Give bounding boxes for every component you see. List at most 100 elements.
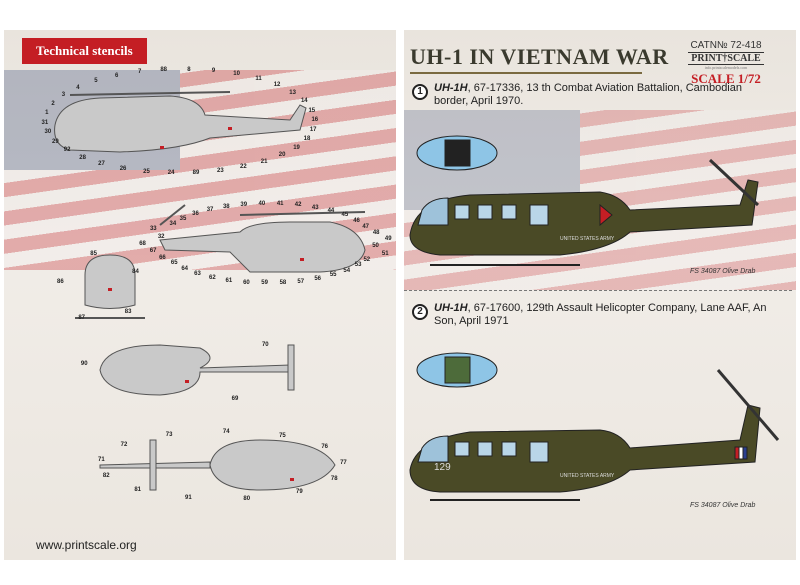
stencil-number: 7: [137, 68, 142, 75]
stencil-number: 89: [192, 170, 200, 177]
option-model: UH-1H: [434, 302, 468, 314]
scale-label: SCALE 1/72: [691, 71, 761, 86]
section-tag: Technical stencils: [22, 38, 147, 64]
stencil-number: 44: [327, 208, 335, 215]
stencil-number: 31: [41, 119, 49, 126]
website-link[interactable]: www.printscale.org: [36, 538, 137, 552]
stencil-number: 20: [278, 152, 286, 159]
option-number: 2: [412, 304, 428, 320]
stencil-number: 10: [233, 71, 240, 78]
stencil-number: 30: [44, 129, 52, 136]
stencil-number: 6: [114, 72, 119, 79]
stencil-number: 1: [45, 110, 49, 117]
stencil-number: 23: [217, 168, 224, 175]
stencil-number: 54: [343, 267, 351, 274]
stencil-number: 28: [79, 154, 86, 161]
stencil-number: 39: [240, 201, 248, 208]
option-model: UH-1H: [434, 82, 468, 94]
option-description: , 67-17600, 129th Assault Helicopter Com…: [434, 302, 767, 327]
stencil-number: 49: [384, 236, 392, 243]
stencil-number: 59: [261, 280, 268, 287]
fuselage-text: UNITED STATES ARMY: [560, 473, 615, 479]
stencil-number: 35: [179, 215, 187, 222]
stencil-number: 29: [52, 138, 59, 145]
stencil-number: 85: [90, 250, 97, 257]
stencil-number: 73: [165, 431, 173, 438]
stencil-number: 61: [225, 277, 233, 284]
stencil-number: 37: [206, 206, 214, 213]
fuselage-text: UNITED STATES ARMY: [560, 236, 615, 242]
option-1-caption: 1 UH-1H, 67-17336, 13 th Combat Aviation…: [412, 82, 774, 108]
stencil-number: 77: [340, 459, 347, 466]
stencil-number: 71: [98, 457, 105, 464]
stencil-number: 48: [372, 229, 380, 236]
brand-url: info.printscalemodels.com: [704, 65, 748, 70]
stencil-number: 57: [297, 278, 305, 285]
stencil-number: 79: [296, 488, 303, 495]
stencil-number: 14: [300, 98, 308, 105]
stencil-number: 75: [279, 432, 286, 439]
stencil-number: 52: [363, 256, 371, 263]
stencil-number: 34: [169, 221, 177, 228]
stencil-number: 50: [372, 243, 379, 250]
stencil-number: 9: [211, 68, 216, 75]
helicopter-front: [84, 254, 136, 309]
stencil-number: 25: [143, 168, 150, 175]
stencil-number: 86: [56, 279, 64, 286]
stencil-number: 15: [308, 107, 316, 114]
stencil-number: 84: [132, 269, 139, 276]
catalog-number: CATN№ 72-418: [690, 40, 762, 51]
helicopter-side-upper: [54, 95, 307, 153]
stencil-number: 76: [321, 444, 329, 451]
helicopter-option-1: [409, 135, 760, 266]
stencil-number: 64: [181, 266, 189, 273]
stencil-number: 69: [231, 396, 239, 403]
stencil-number: 70: [261, 341, 269, 348]
stencil-number: 88: [160, 66, 167, 73]
stencil-number: 26: [119, 165, 127, 172]
paint-code: FS 34087 Olive Drab: [690, 502, 756, 509]
stencil-number: 24: [167, 170, 175, 177]
stencil-number: 82: [102, 473, 110, 480]
stencil-number: 16: [311, 117, 319, 124]
stencil-number: 78: [330, 475, 338, 482]
stencil-number: 42: [294, 202, 302, 209]
stencil-number: 81: [134, 487, 142, 494]
helicopter-top: [99, 344, 291, 396]
stencil-number: 19: [293, 144, 300, 151]
stencil-number: 74: [222, 428, 230, 435]
stencil-number: 60: [243, 279, 250, 286]
stencil-number: 90: [80, 361, 88, 368]
stencil-number: 13: [289, 89, 296, 96]
stencil-number: 46: [353, 217, 360, 224]
stencil-number: 8: [187, 66, 191, 73]
helicopter-option-2: [409, 352, 780, 501]
paint-code: FS 34087 Olive Drab: [690, 268, 756, 275]
helicopter-bottom: [209, 439, 336, 491]
stencil-number: 33: [149, 226, 157, 233]
brand-logo: PRINT†SCALE: [688, 52, 764, 65]
stencil-number: 68: [139, 241, 146, 248]
stencil-number: 4: [76, 84, 80, 91]
page-title: UH-1 IN VIETNAM WAR: [410, 44, 668, 74]
stencil-number: 3: [61, 92, 66, 99]
stencil-number: 67: [149, 248, 157, 255]
stencil-number: 91: [185, 495, 192, 502]
nose-number: 129: [434, 462, 451, 473]
stencil-number: 51: [381, 251, 389, 258]
stencil-number: 62: [209, 274, 216, 281]
stencil-number: 41: [276, 200, 284, 207]
stencil-number: 66: [159, 254, 166, 261]
stencil-number: 27: [98, 160, 105, 167]
stencil-number: 65: [170, 260, 178, 267]
stencil-number: 92: [63, 147, 71, 154]
option-number: 1: [412, 84, 428, 100]
stencil-number: 80: [243, 495, 251, 502]
stencil-number: 43: [311, 204, 319, 211]
stencil-number: 53: [354, 262, 362, 269]
option-description: , 67-17336, 13 th Combat Aviation Battal…: [434, 82, 742, 107]
stencil-number: 87: [78, 314, 86, 321]
stencil-number: 63: [194, 270, 201, 277]
option-2-caption: 2 UH-1H, 67-17600, 129th Assault Helicop…: [412, 302, 774, 328]
stencil-number: 47: [362, 223, 370, 230]
